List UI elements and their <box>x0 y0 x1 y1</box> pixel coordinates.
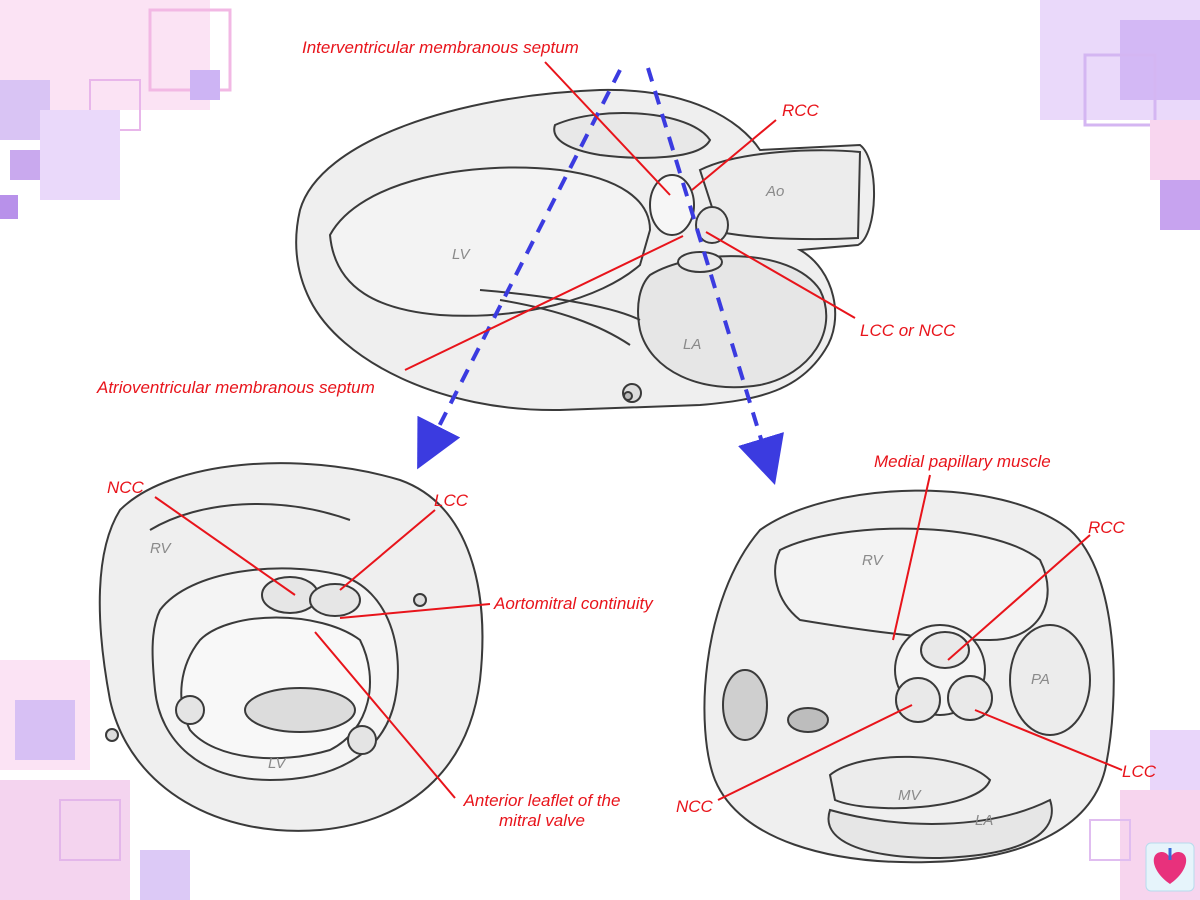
deco-square <box>190 70 220 100</box>
papillary-muscle <box>175 695 205 725</box>
leader-line <box>947 534 1091 661</box>
left-short-axis-drawing <box>98 462 484 832</box>
aorta <box>698 149 862 241</box>
anatomy-top-ao: Ao <box>766 183 785 200</box>
deco-square <box>0 195 18 219</box>
ncc-cusp <box>261 576 319 614</box>
label-lcc-or-ncc: LCC or NCC <box>860 321 956 340</box>
label-left-lcc: LCC <box>434 491 469 510</box>
lv-cavity <box>328 166 652 317</box>
deco-square <box>10 150 40 180</box>
deco-square <box>1089 819 1131 861</box>
anatomy-left-rv: RV <box>150 540 171 557</box>
anatomy-left-lv: LV <box>268 755 286 772</box>
label-top-rcc: RCC <box>782 101 819 120</box>
label-atrioventricular-membranous-septum: Atrioventricular membranous septum <box>97 378 375 397</box>
deco-square <box>15 700 75 760</box>
ncc-cusp <box>895 677 941 723</box>
anatomy-right-rv: RV <box>862 552 883 569</box>
coronary-vessel <box>105 728 119 742</box>
leader-line <box>314 631 456 799</box>
leader-line <box>404 235 684 371</box>
rcc-cusp <box>920 631 970 669</box>
leader-line <box>691 119 777 191</box>
lcc-cusp <box>947 675 993 721</box>
deco-square <box>40 110 120 200</box>
deco-square <box>1150 730 1200 800</box>
leader-line <box>154 496 296 596</box>
coronary-sinus <box>787 707 829 733</box>
lcc-cusp <box>309 583 361 617</box>
label-aortomitral-continuity: Aortomitral continuity <box>494 594 653 613</box>
label-interventricular-membranous-septum: Interventricular membranous septum <box>302 38 579 57</box>
right-short-axis-drawing <box>703 489 1115 864</box>
label-anterior-leaflet-line1: Anterior leaflet of the <box>463 791 621 810</box>
label-right-lcc: LCC <box>1122 762 1157 781</box>
label-medial-papillary-muscle: Medial papillary muscle <box>874 452 1051 471</box>
mitral-valve <box>828 755 992 810</box>
deco-square <box>1120 20 1200 100</box>
anatomy-right-mv: MV <box>898 787 921 804</box>
leader-lines <box>154 61 1123 801</box>
mitral-orifice <box>244 687 356 733</box>
deco-square <box>1083 53 1157 127</box>
chordae <box>479 289 641 321</box>
dashed-section-arrow <box>646 67 784 485</box>
coronary-vessel <box>623 391 633 401</box>
leader-line <box>705 231 856 319</box>
anatomy-right-la: LA <box>975 812 994 829</box>
pulmonary-artery <box>1009 624 1091 736</box>
membranous-septum <box>649 174 695 236</box>
leader-line <box>974 709 1123 771</box>
coronary-vessel <box>413 593 427 607</box>
heart-logo-icon <box>1145 842 1195 892</box>
label-anterior-leaflet-line2: mitral valve <box>499 811 585 830</box>
lv-cavity <box>180 616 371 760</box>
anatomy-top-la: LA <box>683 336 702 353</box>
left-atrium <box>637 255 828 389</box>
deco-square <box>1150 120 1200 180</box>
aortic-cusp <box>677 251 723 273</box>
aortic-cusp <box>695 206 729 244</box>
label-right-ncc: NCC <box>676 797 713 816</box>
leader-line <box>892 474 931 641</box>
rv-cavity <box>774 527 1049 642</box>
deco-square <box>140 850 190 900</box>
label-left-ncc: NCC <box>107 478 144 497</box>
anatomy-top-lv: LV <box>452 246 470 263</box>
papillary-muscle <box>347 725 377 755</box>
leader-line <box>717 704 913 801</box>
deco-square <box>59 799 121 861</box>
leader-line <box>339 603 491 619</box>
left-atrium <box>827 798 1053 860</box>
leader-line <box>339 509 436 591</box>
tricuspid-region <box>722 669 768 741</box>
label-right-rcc: RCC <box>1088 518 1125 537</box>
leader-line <box>544 61 671 196</box>
anatomy-right-pa: PA <box>1031 671 1050 688</box>
rv-wall <box>149 503 351 531</box>
label-anterior-leaflet: Anterior leaflet of the mitral valve <box>452 791 632 831</box>
chordae <box>499 299 631 346</box>
deco-square <box>1160 180 1200 230</box>
